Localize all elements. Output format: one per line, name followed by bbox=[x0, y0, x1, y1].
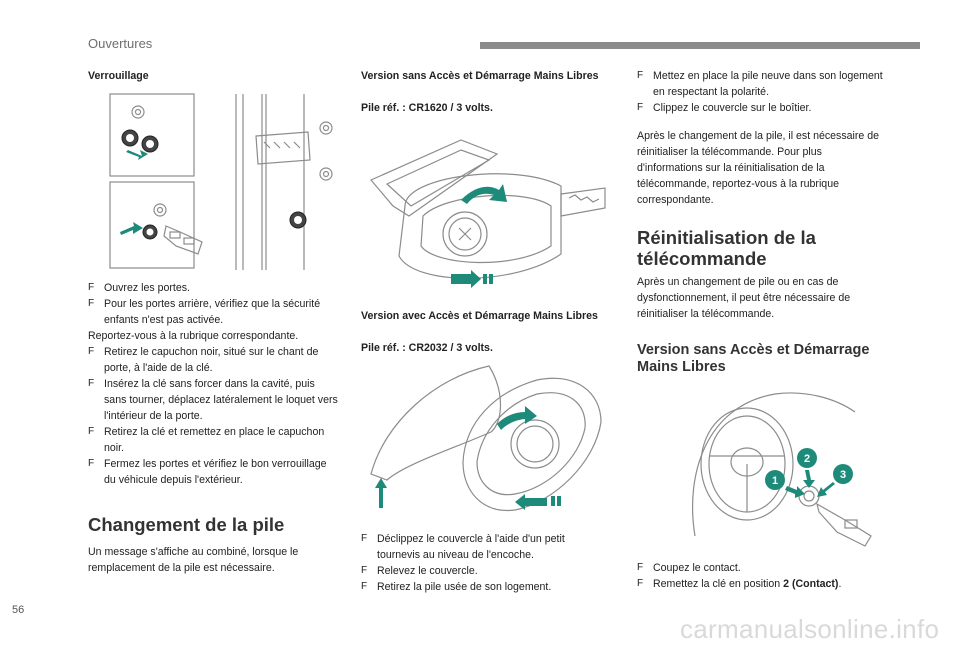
callout-1: 1 bbox=[772, 475, 778, 487]
bullet-mark: F bbox=[88, 378, 95, 389]
bullet-mark: F bbox=[637, 102, 644, 113]
bullet-mark: F bbox=[361, 565, 368, 576]
list-item: F Coupez le contact. bbox=[637, 562, 741, 574]
bullet-mark: F bbox=[637, 70, 644, 81]
list-item: F Déclippez le couvercle à l'aide d'un p… bbox=[361, 533, 565, 561]
list-item: F Mettez en place la pile neuve dans son… bbox=[637, 70, 883, 98]
list-item: F Ouvrez les portes. bbox=[88, 282, 190, 294]
callout-2: 2 bbox=[804, 453, 810, 465]
version-without-title: Version sans Accès et Démarrage Mains Li… bbox=[361, 70, 599, 82]
bullet-mark: F bbox=[637, 562, 644, 573]
header-bar bbox=[480, 42, 920, 49]
section-name: Ouvertures bbox=[88, 36, 153, 51]
list-item: F Retirez la clé et remettez en place le… bbox=[88, 426, 325, 454]
list-item: F Clippez le couvercle sur le boîtier. bbox=[637, 102, 812, 114]
reset-remote-heading: Réinitialisation de la télécommande bbox=[637, 227, 816, 269]
callout-3: 3 bbox=[840, 469, 846, 481]
bullet-mark: F bbox=[88, 282, 95, 293]
bullet-mark: F bbox=[361, 533, 368, 544]
bullet-mark: F bbox=[88, 346, 95, 357]
verrouillage-title: Verrouillage bbox=[88, 70, 149, 82]
list-item: F Retirez la pile usée de son logement. bbox=[361, 581, 552, 593]
list-item: F Remettez la clé en position 2 (Contact… bbox=[637, 578, 842, 590]
steering-ignition-illustration: 1 2 3 bbox=[692, 392, 872, 547]
version-with-title: Version avec Accès et Démarrage Mains Li… bbox=[361, 310, 598, 322]
battery-ref-cr1620: Pile réf. : CR1620 / 3 volts. bbox=[361, 102, 493, 114]
bullet-mark: F bbox=[88, 426, 95, 437]
door-lock-illustration bbox=[109, 93, 333, 270]
watermark: carmanualsonline.info bbox=[680, 614, 940, 644]
bullet-mark: F bbox=[88, 458, 95, 469]
keyfob-battery-illustration bbox=[370, 365, 602, 512]
version-without-subheading: Version sans Accès et Démarrage Mains Li… bbox=[637, 342, 870, 375]
remote-key-open-illustration bbox=[370, 139, 606, 288]
battery-change-heading: Changement de la pile bbox=[88, 514, 285, 535]
battery-ref-cr2032: Pile réf. : CR2032 / 3 volts. bbox=[361, 342, 493, 354]
list-item: F Pour les portes arrière, vérifiez que … bbox=[88, 298, 321, 326]
page-number: 56 bbox=[12, 604, 25, 616]
list-item: F Retirez le capuchon noir, situé sur le… bbox=[88, 346, 319, 374]
reset-remote-text: Après un changement de pile ou en cas de… bbox=[637, 276, 851, 320]
bullet-mark: F bbox=[88, 298, 95, 309]
after-change-text: Après le changement de la pile, il est n… bbox=[637, 130, 880, 206]
list-item: F Relevez le couvercle. bbox=[361, 565, 478, 577]
battery-change-text: Un message s'affiche au combiné, lorsque… bbox=[88, 546, 299, 574]
bullet-mark: F bbox=[361, 581, 368, 592]
bullet-mark: F bbox=[637, 578, 644, 589]
list-item: F Insérez la clé sans forcer dans la cav… bbox=[88, 378, 338, 422]
note-text: Reportez-vous à la rubrique correspondan… bbox=[88, 330, 299, 342]
list-item: F Fermez les portes et vérifiez le bon v… bbox=[88, 458, 327, 486]
